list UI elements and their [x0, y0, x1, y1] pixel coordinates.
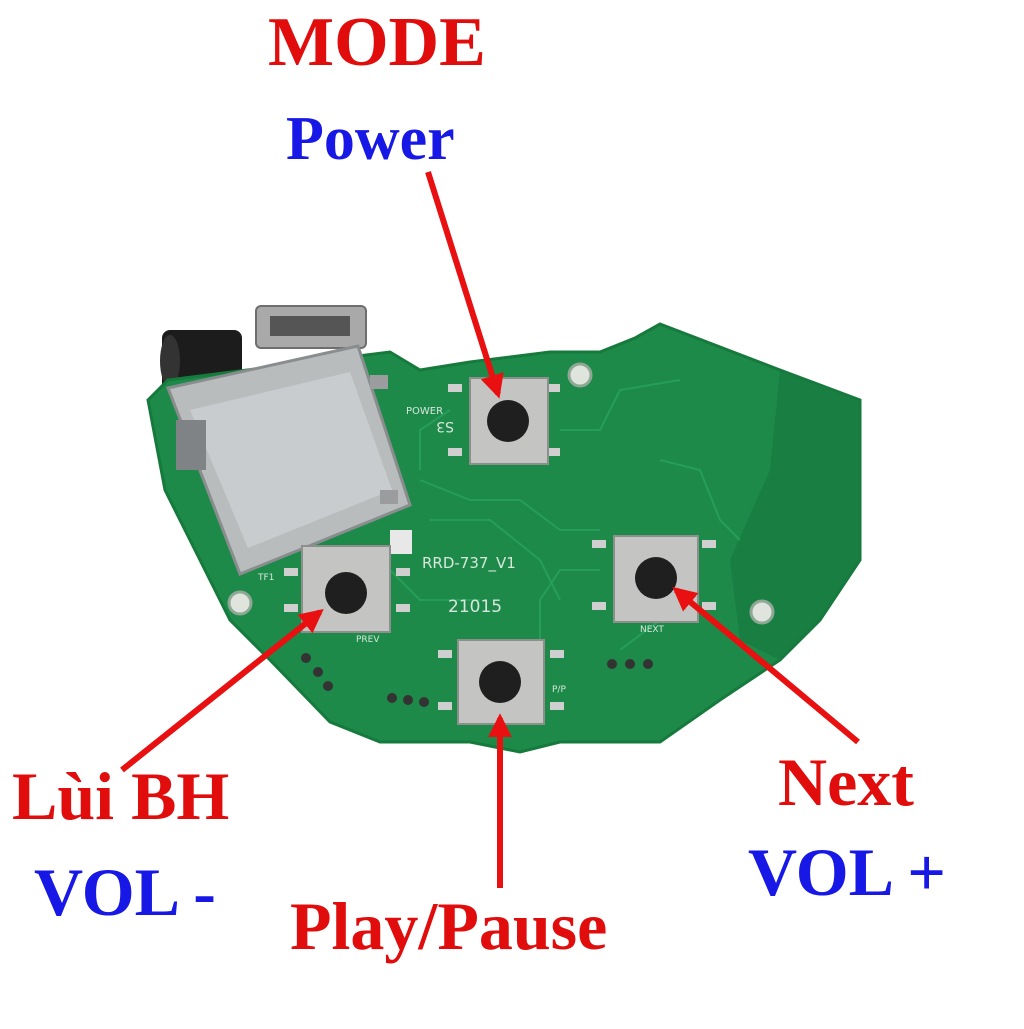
label-vol-minus: VOL - [34, 854, 216, 930]
board-model: RRD-737_V1 [422, 554, 516, 573]
silk-tf: TF1 [257, 573, 274, 583]
button-power [448, 377, 560, 465]
button-next [592, 535, 716, 623]
arrow-prev [120, 609, 324, 773]
copper-pour [730, 370, 860, 660]
arrow-next [672, 586, 860, 745]
label-vol-plus: VOL + [748, 834, 946, 910]
silk-next: NEXT [640, 625, 664, 635]
silk-prev: PREV [356, 635, 380, 645]
mounting-holes [227, 362, 775, 625]
board-date-code: 21015 [448, 597, 502, 617]
sd-card-slot [165, 344, 412, 576]
usb-port [255, 305, 367, 349]
silk-s3: S3 [436, 418, 454, 434]
silk-power: POWER [406, 406, 443, 417]
label-play-pause: Play/Pause [290, 888, 608, 964]
label-next: Next [778, 744, 914, 820]
label-mode: MODE [268, 4, 486, 81]
label-power: Power [286, 105, 455, 173]
pcb-traces [379, 379, 741, 651]
silk-pp: P/P [552, 685, 566, 695]
label-lui-bh: Lùi BH [12, 758, 230, 834]
button-play-pause [438, 639, 564, 725]
arrow-power [425, 171, 504, 399]
button-prev [284, 545, 410, 633]
header-pins [301, 653, 653, 707]
